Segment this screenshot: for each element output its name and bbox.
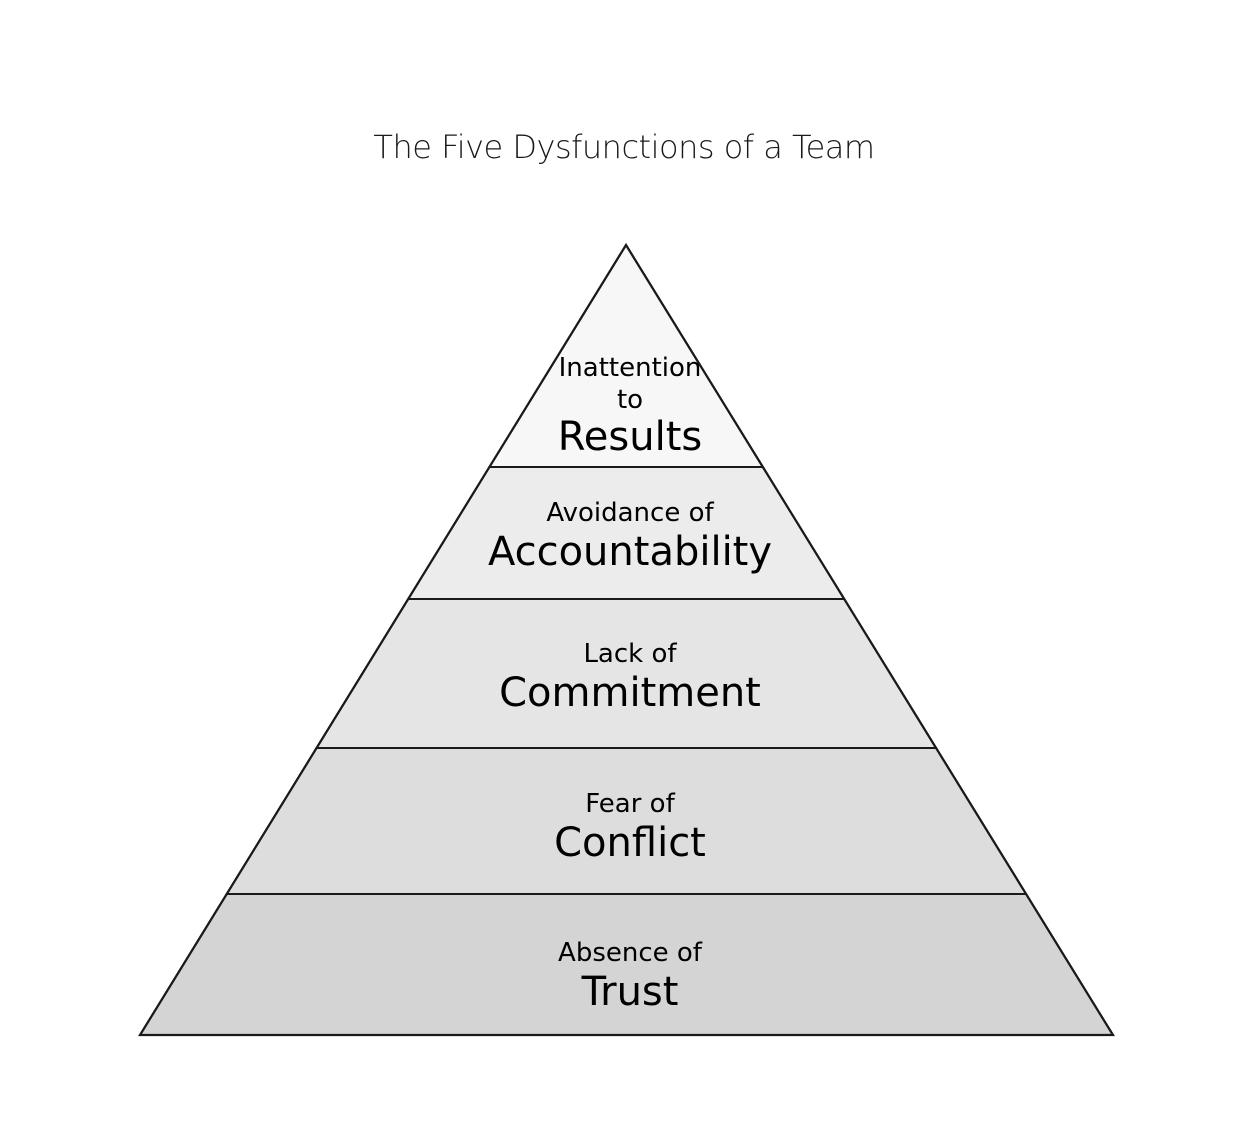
level-5-prefix: Absence of <box>558 938 703 968</box>
level-4-label: Conflict <box>554 820 706 866</box>
level-1-prefix: Inattention <box>559 353 702 383</box>
level-5-label: Trust <box>581 969 679 1015</box>
level-4-prefix: Fear of <box>585 789 675 819</box>
level-3-prefix: Lack of <box>583 639 677 669</box>
level-2-prefix: Avoidance of <box>546 498 714 528</box>
level-1-prefix: to <box>617 385 643 415</box>
level-1-label: Results <box>558 414 702 460</box>
diagram-title: The Five Dysfunctions of a Team <box>373 128 875 166</box>
level-2-label: Accountability <box>488 529 772 575</box>
pyramid-outline <box>138 242 1115 1037</box>
level-3-label: Commitment <box>499 670 761 716</box>
